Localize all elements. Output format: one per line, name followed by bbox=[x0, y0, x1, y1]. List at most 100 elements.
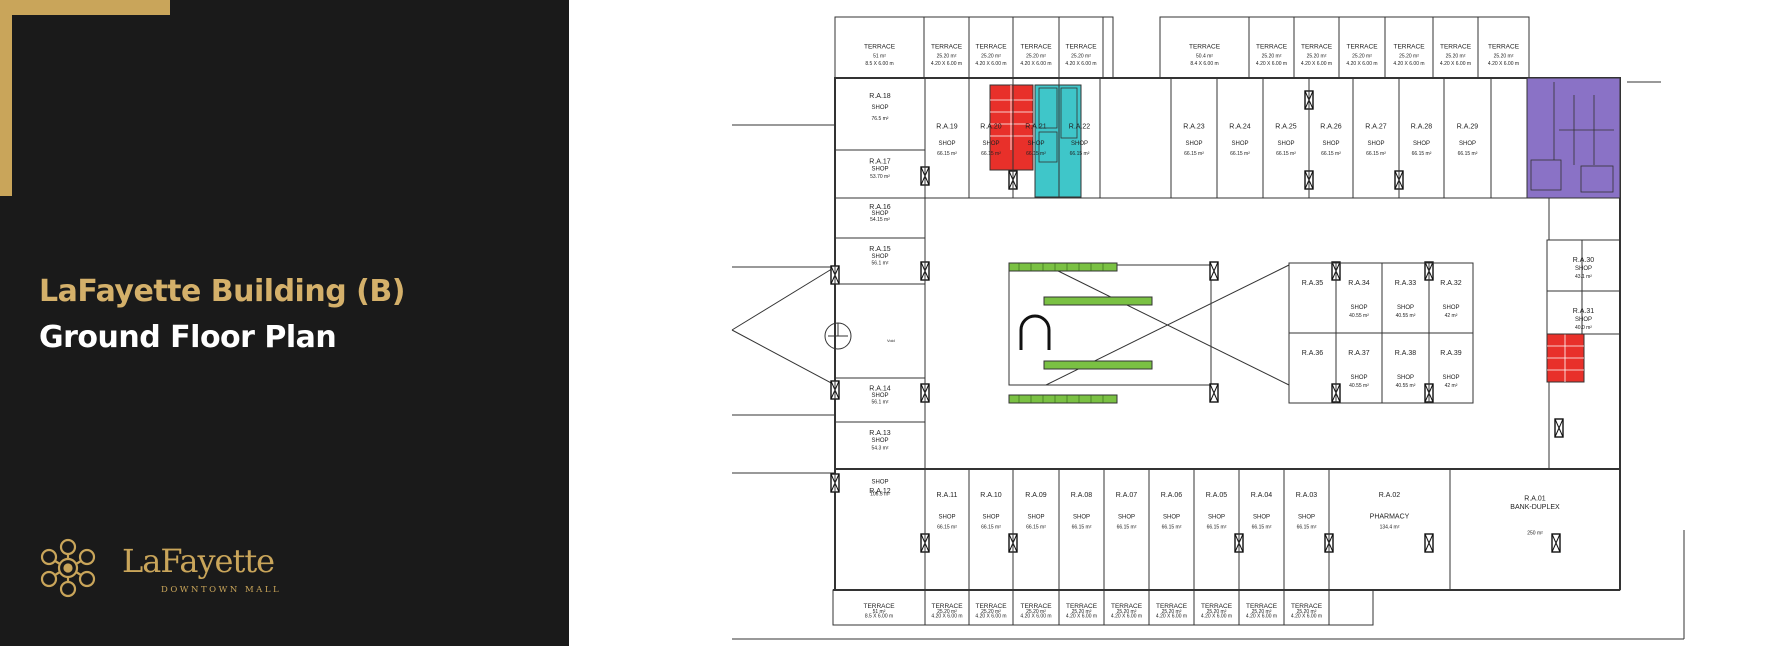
unit-type: SHOP bbox=[1575, 317, 1592, 323]
terrace-name: TERRACE bbox=[1065, 44, 1097, 51]
unit-code: R.A.22 bbox=[1069, 123, 1091, 130]
building-title: LaFayette Building (B) bbox=[39, 274, 405, 309]
unit-type: SHOP bbox=[982, 141, 999, 147]
escalator bbox=[1008, 394, 1118, 404]
unit-type: SHOP bbox=[1253, 515, 1270, 521]
unit-outline bbox=[1335, 332, 1383, 404]
unit-type: SHOP bbox=[938, 515, 955, 521]
terrace-dims: 4.20 X 6.00 m bbox=[1020, 61, 1051, 67]
structural-column bbox=[1554, 418, 1564, 438]
unit-code: R.A.27 bbox=[1365, 123, 1387, 130]
unit-code: R.A.28 bbox=[1411, 123, 1433, 130]
unit-type: SHOP bbox=[1367, 141, 1384, 147]
unit-code: R.A.03 bbox=[1296, 492, 1318, 499]
unit-area: 66.15 m² bbox=[937, 151, 957, 157]
gold-accent-bar-left bbox=[0, 0, 12, 196]
unit-code: R.A.33 bbox=[1395, 280, 1417, 287]
brand-tagline: DOWNTOWN MALL bbox=[161, 585, 282, 595]
unit-outline bbox=[1216, 77, 1264, 199]
terrace-name: TERRACE bbox=[864, 44, 896, 51]
terrace-dims: 4.20 X 6.00 m bbox=[931, 614, 962, 620]
terrace-area: 25.20 m² bbox=[1399, 53, 1419, 59]
terrace-area: 25.20 m² bbox=[1207, 609, 1227, 615]
unit-outline bbox=[1288, 332, 1337, 404]
terrace-area: 25.20 m² bbox=[1446, 53, 1466, 59]
building-outline bbox=[834, 77, 1621, 470]
terrace-area: 25.20 m² bbox=[981, 609, 1001, 615]
unit-code: R.A.04 bbox=[1251, 492, 1273, 499]
unit-area: 66.15 m² bbox=[1276, 151, 1296, 157]
corridor-edge bbox=[925, 197, 1583, 469]
unit-code: R.A.35 bbox=[1302, 280, 1324, 287]
unit-code: R.A.13 bbox=[869, 430, 891, 437]
unit-area: 66.15 m² bbox=[1026, 524, 1046, 530]
unit-outline bbox=[1170, 77, 1218, 199]
ornamental-emblem-icon bbox=[40, 538, 96, 598]
unit-code: R.A.11 bbox=[937, 492, 958, 499]
terrace-dims: 4.20 X 6.00 m bbox=[975, 614, 1006, 620]
unit-type: SHOP bbox=[1322, 141, 1339, 147]
unit-type: SHOP bbox=[1071, 141, 1088, 147]
unit-area: 43.1 m² bbox=[1575, 274, 1592, 280]
terrace-outline bbox=[1477, 16, 1530, 79]
unit-area: 40.55 m² bbox=[1349, 383, 1369, 389]
terrace-dims: 4.20 X 6.00 m bbox=[1156, 614, 1187, 620]
terrace-dims: 4.20 X 6.00 m bbox=[1066, 614, 1097, 620]
unit-area: 53.70 m² bbox=[870, 174, 890, 180]
terrace-dims: 4.20 X 6.00 m bbox=[1111, 614, 1142, 620]
unit-code: R.A.39 bbox=[1440, 350, 1462, 357]
terrace-name: TERRACE bbox=[1440, 44, 1472, 51]
terrace-area: 51 m² bbox=[873, 53, 886, 59]
terrace-dims: 8.4 X 6.00 m bbox=[1190, 61, 1218, 67]
unit-code: R.A.21 bbox=[1025, 123, 1047, 130]
terrace-name: TERRACE bbox=[975, 44, 1007, 51]
unit-outline bbox=[1058, 77, 1101, 199]
unit-type: SHOP bbox=[1442, 375, 1459, 381]
terrace-area: 50.4 m² bbox=[1196, 53, 1213, 59]
unit-area: 134.4 m² bbox=[1380, 524, 1400, 530]
unit-outline bbox=[1262, 77, 1310, 199]
unit-code: R.A.01 bbox=[1524, 495, 1546, 502]
unit-type: SHOP bbox=[1397, 375, 1414, 381]
unit-outline bbox=[1335, 262, 1383, 334]
terrace-area: 25.20 m² bbox=[1252, 609, 1272, 615]
unit-code: R.A.32 bbox=[1440, 280, 1462, 287]
unit-type: SHOP bbox=[1027, 141, 1044, 147]
terrace-dims: 4.20 X 6.00 m bbox=[1020, 614, 1051, 620]
terrace-name: TERRACE bbox=[1156, 603, 1188, 610]
unit-code: R.A.06 bbox=[1161, 492, 1183, 499]
terrace-area: 25.20 m² bbox=[1162, 609, 1182, 615]
unit-area: 66.15 m² bbox=[937, 524, 957, 530]
unit-area: 40.0 m² bbox=[1575, 325, 1592, 331]
unit-type: SHOP bbox=[1459, 141, 1476, 147]
elevator-lobby-core bbox=[1034, 84, 1082, 198]
unit-code: R.A.26 bbox=[1320, 123, 1342, 130]
unit-outline bbox=[1428, 332, 1474, 404]
unit-area: 42 m² bbox=[1445, 313, 1458, 319]
unit-area: 66.15 m² bbox=[1321, 151, 1341, 157]
unit-type: SHOP bbox=[871, 393, 888, 399]
unit-outline bbox=[834, 237, 926, 285]
terrace-name: TERRACE bbox=[1020, 44, 1052, 51]
terrace-dims: 4.20 X 6.00 m bbox=[1256, 61, 1287, 67]
unit-area: 76.5 m² bbox=[872, 116, 889, 122]
terrace-area: 25.20 m² bbox=[1026, 53, 1046, 59]
terrace-area: 25.20 m² bbox=[1026, 609, 1046, 615]
unit-outline bbox=[924, 77, 970, 199]
unit-type: SHOP bbox=[1413, 141, 1430, 147]
structural-column bbox=[1551, 533, 1561, 553]
unit-code: R.A.08 bbox=[1071, 492, 1093, 499]
terrace-name: TERRACE bbox=[1066, 603, 1098, 610]
unit-area: 42 m² bbox=[1445, 383, 1458, 389]
terrace-dims: 4.20 X 6.00 m bbox=[1291, 614, 1322, 620]
unit-code: R.A.30 bbox=[1573, 257, 1595, 264]
unit-code: R.A.18 bbox=[869, 93, 891, 100]
terrace-dims: 4.20 X 6.00 m bbox=[1201, 614, 1232, 620]
terrace-area: 25.20 m² bbox=[1297, 609, 1317, 615]
unit-outline bbox=[834, 77, 926, 151]
terrace-area: 25.20 m² bbox=[1117, 609, 1137, 615]
unit-code: R.A.31 bbox=[1573, 308, 1595, 315]
unit-code: R.A.12 bbox=[869, 488, 891, 495]
